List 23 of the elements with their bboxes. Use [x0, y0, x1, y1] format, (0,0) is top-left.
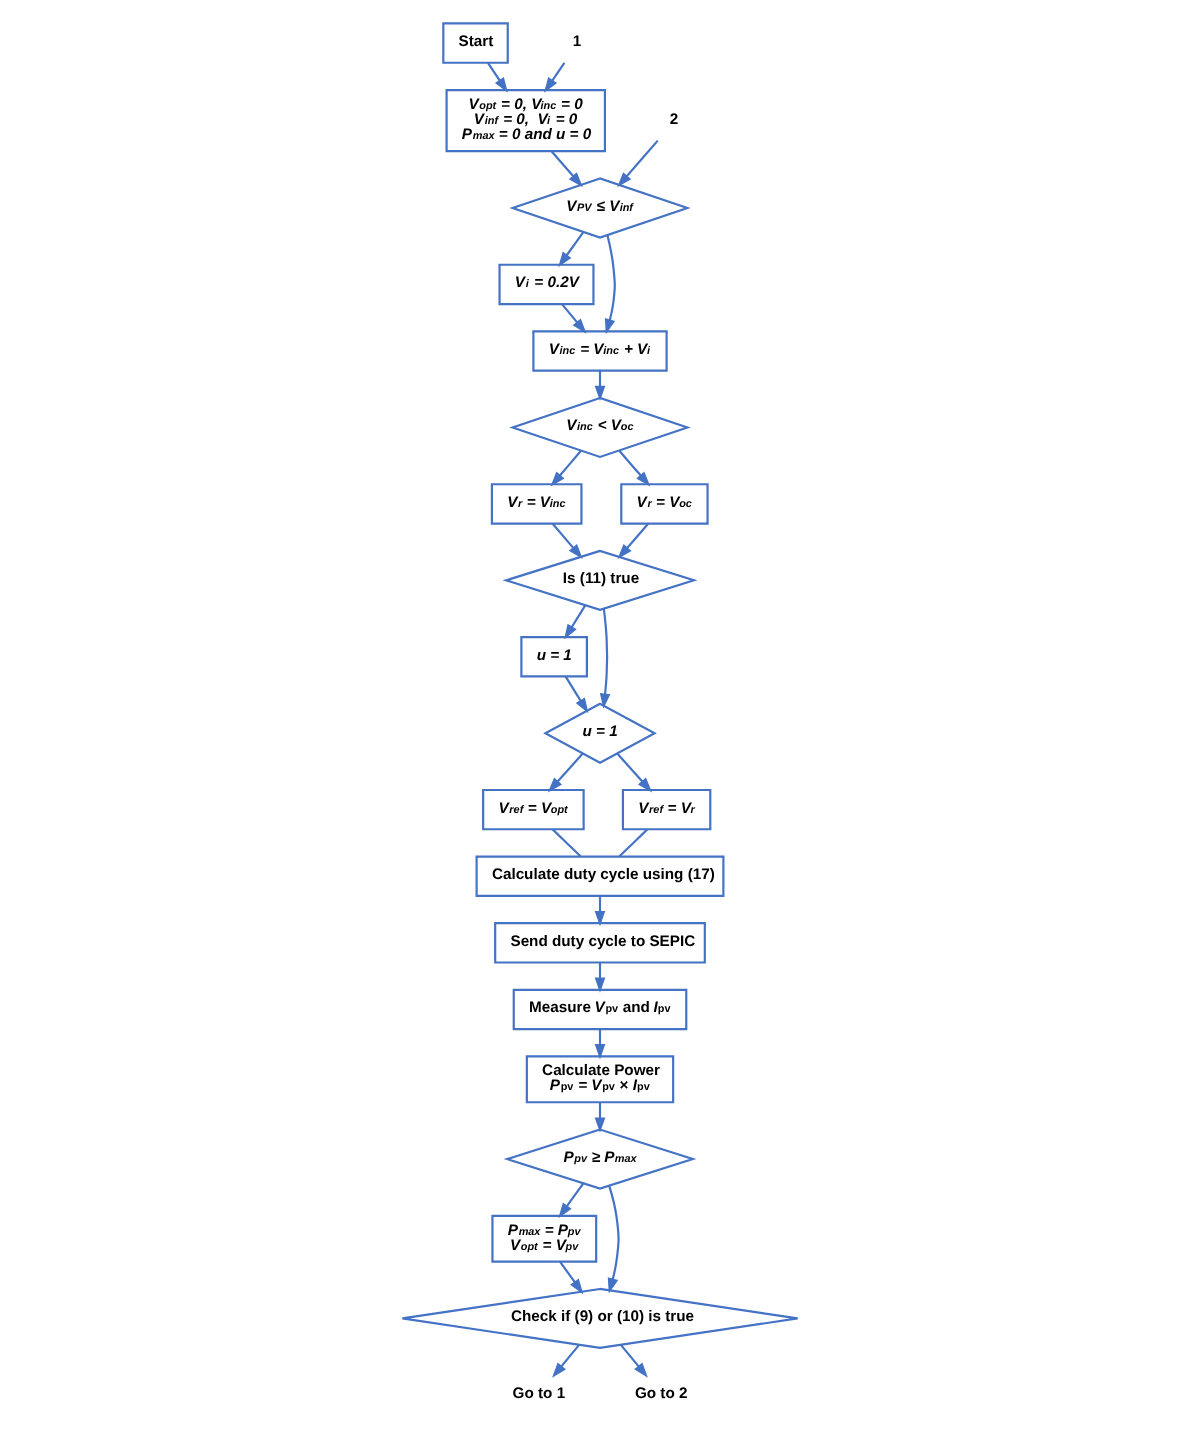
arrow [557, 1182, 584, 1219]
arrow [598, 608, 610, 709]
arrow [616, 139, 658, 188]
arrow [617, 450, 650, 487]
connector [550, 828, 581, 858]
arrow [563, 676, 588, 714]
arrow [560, 303, 586, 334]
connector [617, 828, 648, 858]
arrow [606, 1185, 619, 1294]
arrow [557, 231, 584, 268]
arrow [558, 1261, 583, 1295]
arrow [546, 753, 583, 793]
arrow [486, 62, 507, 93]
arrow [603, 234, 615, 335]
arrow [549, 450, 581, 487]
arrow [616, 523, 648, 560]
arrow [619, 1344, 647, 1378]
arrow [543, 62, 565, 93]
arrow [615, 753, 652, 793]
arrow [550, 523, 582, 560]
arrow [549, 150, 582, 188]
arrow [563, 604, 586, 640]
arrow [551, 1344, 579, 1378]
